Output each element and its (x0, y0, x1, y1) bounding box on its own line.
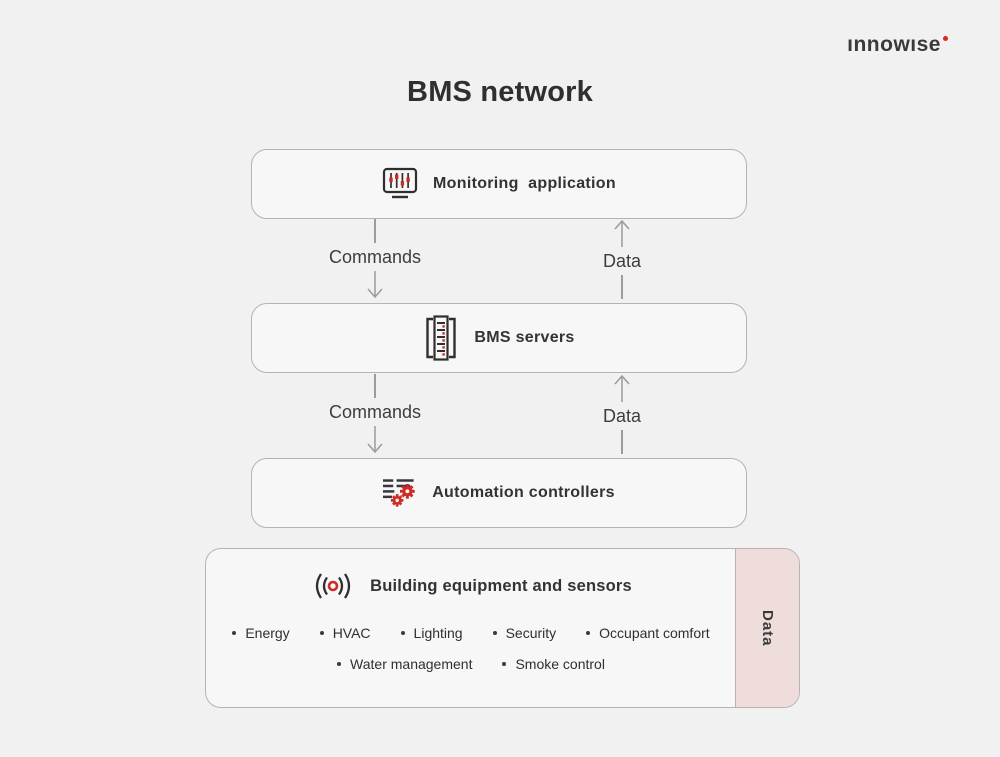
bullet-dot (232, 631, 237, 635)
commands-down-arrow: Commands (329, 219, 421, 303)
list-item-label: HVAC (332, 625, 371, 641)
data-side-strip-label: Data (759, 609, 776, 647)
arrow-down-icon (367, 426, 383, 454)
commands-down-arrow: Commands (329, 374, 421, 458)
equipment-list-row-1: Energy HVAC Lighting Security Occupant c… (232, 625, 710, 641)
innowise-logo-text: ınnowıse (847, 33, 941, 56)
bullet-dot (319, 631, 324, 635)
arrow-line (621, 275, 623, 299)
page-title: BMS network (407, 76, 593, 108)
link-servers-controllers: Commands Data (251, 374, 747, 458)
equipment-title: Building equipment and sensors (370, 576, 632, 595)
link-monitoring-servers: Commands Data (251, 219, 747, 303)
data-up-arrow: Data (603, 219, 641, 303)
bullet-dot (502, 662, 507, 666)
bullet-dot (400, 631, 405, 635)
arrow-up-icon (614, 374, 630, 402)
arrow-label-commands: Commands (328, 402, 422, 422)
node-monitoring-application: Monitoring application (251, 149, 747, 219)
arrow-line (621, 430, 623, 454)
list-item-label: Occupant comfort (599, 625, 710, 641)
arrow-label-data: Data (602, 251, 642, 271)
list-item-label: Water management (350, 656, 473, 672)
node-label: Monitoring application (433, 175, 616, 192)
list-item-label: Security (505, 625, 557, 641)
equipment-content: Building equipment and sensors Energy HV… (206, 549, 736, 707)
list-gears-icon (383, 479, 415, 507)
logo-red-dot-icon (943, 36, 948, 41)
bullet-dot (337, 662, 342, 666)
list-item-label: Smoke control (515, 656, 605, 672)
node-label: Automation controllers (432, 484, 615, 501)
bullet-dot (492, 631, 497, 635)
arrow-up-icon (614, 219, 630, 247)
list-item: Energy (232, 625, 290, 641)
list-item-label: Energy (245, 625, 290, 641)
list-item: Lighting (400, 625, 463, 641)
node-automation-controllers: Automation controllers (251, 458, 747, 528)
list-item: Smoke control (502, 656, 605, 672)
data-up-arrow: Data (603, 374, 641, 458)
list-item-label: Lighting (413, 625, 463, 641)
gear-icon (391, 494, 404, 507)
node-bms-servers: BMS servers (251, 303, 747, 373)
list-item: Occupant comfort (586, 625, 710, 641)
arrow-label-commands: Commands (328, 247, 422, 267)
list-item: HVAC (319, 625, 371, 641)
arrow-line (374, 374, 376, 398)
arrow-down-icon (367, 271, 383, 299)
sensor-signal-icon (315, 573, 351, 599)
arrow-line (374, 219, 376, 243)
equipment-list-row-2: Water management Smoke control (337, 656, 605, 672)
bullet-dot (586, 631, 591, 635)
monitor-sliders-icon (382, 167, 418, 199)
arrow-label-data: Data (602, 406, 642, 426)
list-item: Security (492, 625, 557, 641)
server-rack-icon (426, 315, 457, 361)
list-item: Water management (337, 656, 472, 672)
equipment-header: Building equipment and sensors (310, 571, 632, 601)
gear-icon (400, 483, 415, 499)
data-side-strip: Data (735, 549, 799, 707)
innowise-logo: ınnowıse (847, 33, 948, 57)
node-building-equipment: Building equipment and sensors Energy HV… (205, 548, 800, 708)
node-label: BMS servers (474, 329, 575, 346)
